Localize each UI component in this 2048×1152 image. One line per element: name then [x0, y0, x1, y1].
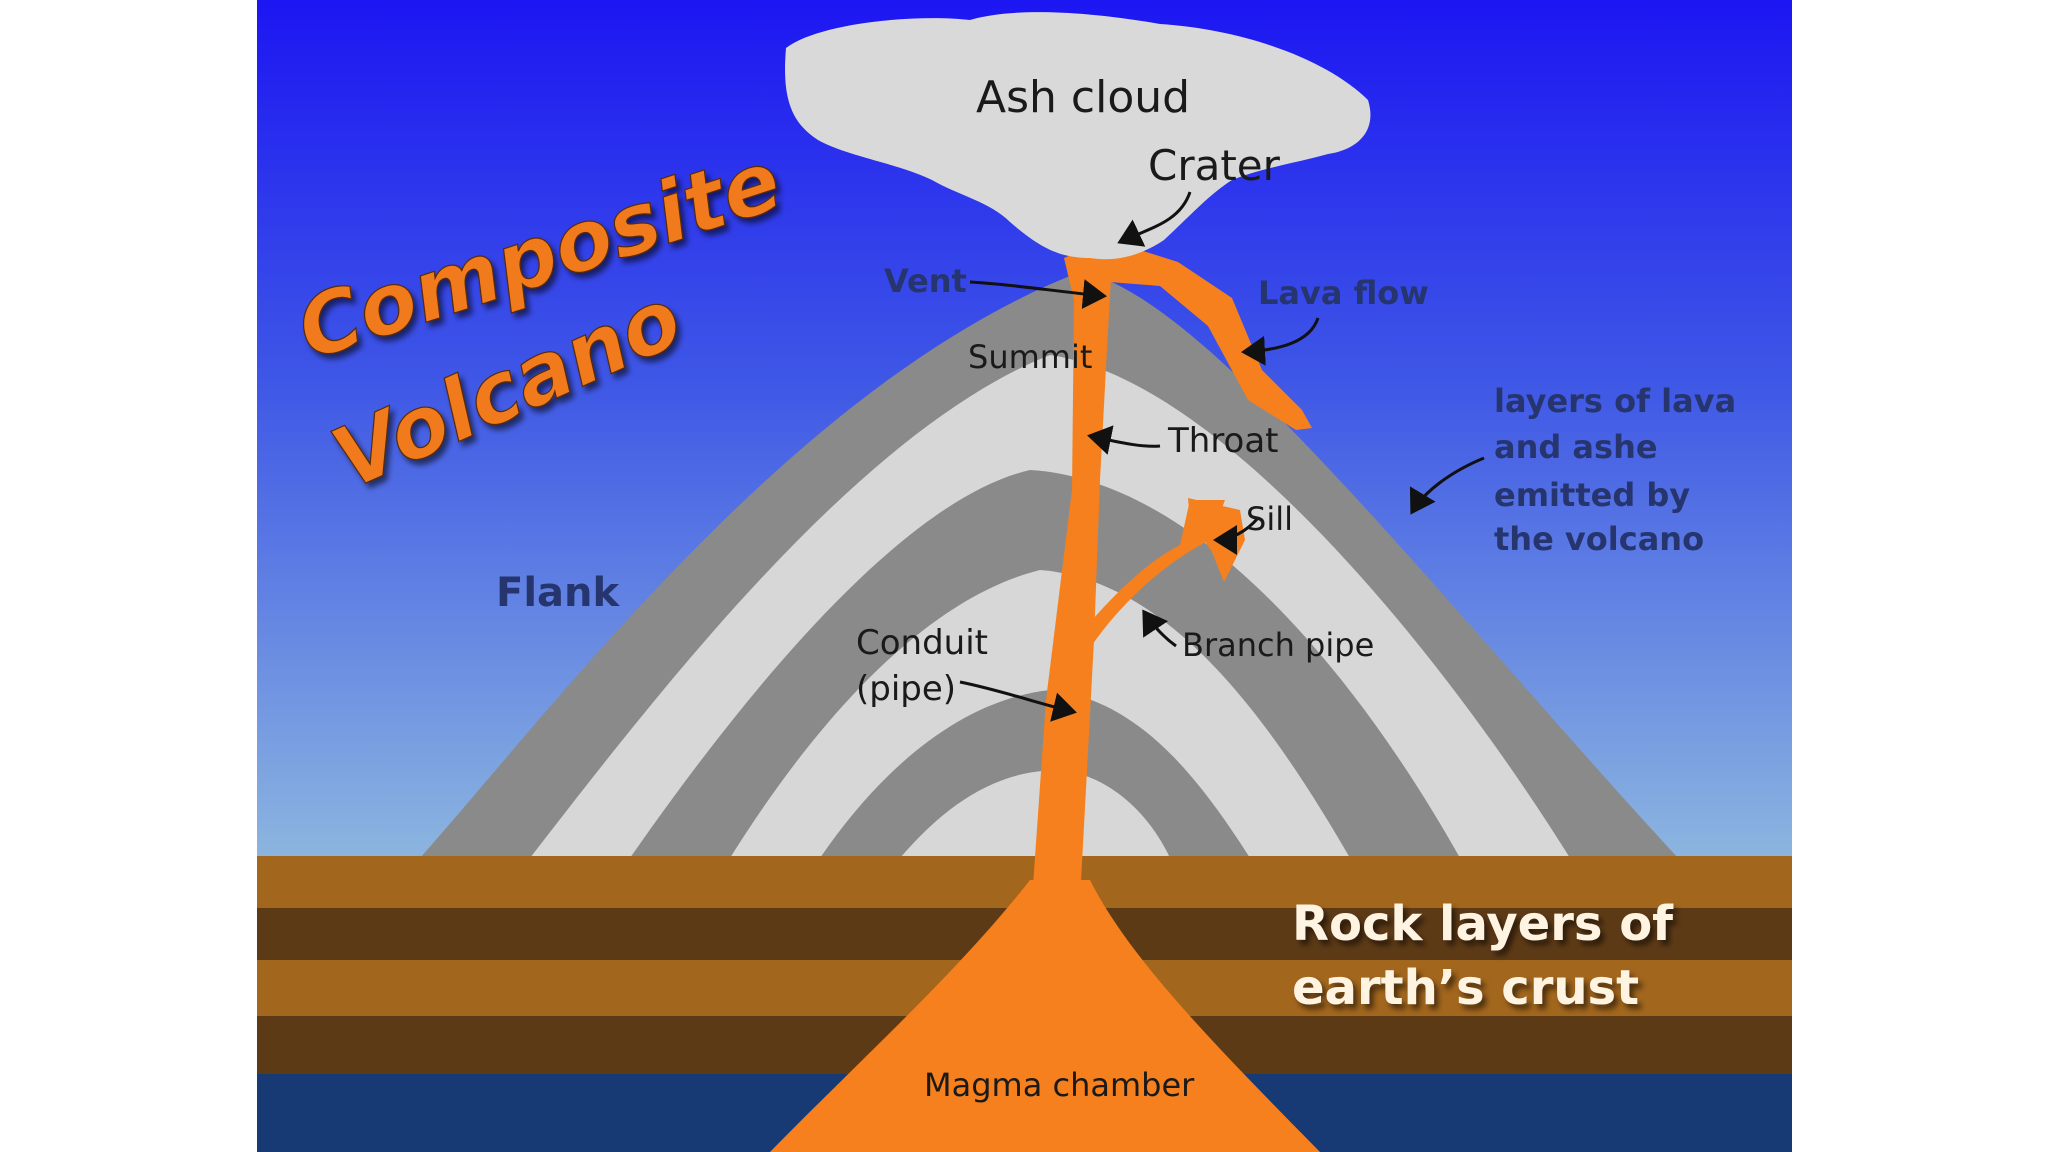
- sill-arrow: [1213, 517, 1260, 555]
- label-ash-cloud: Ash cloud: [976, 72, 1190, 123]
- label-conduit-pipe: (pipe): [856, 669, 956, 709]
- label-sill: Sill: [1246, 500, 1293, 538]
- layers-arrow: [1409, 456, 1485, 515]
- label-crater: Crater: [1148, 141, 1281, 190]
- branch-pipe-arrow: [1142, 609, 1177, 648]
- label-throat: Throat: [1167, 421, 1279, 461]
- label-vent: Vent: [884, 262, 967, 300]
- conduit-arrow: [959, 680, 1077, 722]
- lava-flow: [1098, 250, 1312, 430]
- volcano-cone: [420, 272, 1678, 858]
- lava-flow-arrow: [1241, 317, 1320, 366]
- label-layers-3: emitted by: [1494, 476, 1690, 514]
- label-rock-layers-1: Rock layers of: [1292, 896, 1674, 952]
- cone-layer-6: [900, 770, 1170, 858]
- label-layers-4: the volcano: [1494, 520, 1704, 558]
- label-summit: Summit: [968, 338, 1092, 376]
- conduit-pipe: [1032, 250, 1112, 900]
- label-rock-layers-2: earth’s crust: [1292, 960, 1639, 1016]
- rock-layers-caption: Rock layers of earth’s crust: [1292, 896, 1674, 1016]
- vent-arrow: [969, 279, 1107, 310]
- magma-system: [770, 250, 1320, 1152]
- label-arrows: [959, 191, 1485, 722]
- label-conduit: Conduit: [856, 623, 988, 663]
- label-magma-chamber: Magma chamber: [924, 1066, 1195, 1104]
- magma-chamber: [770, 880, 1320, 1152]
- crater-arrow: [1117, 191, 1192, 247]
- label-branch-pipe: Branch pipe: [1182, 626, 1374, 664]
- label-layers-2: and ashe: [1494, 428, 1658, 466]
- throat-arrow: [1087, 425, 1161, 455]
- label-layers-1: layers of lava: [1494, 382, 1736, 420]
- label-flank: Flank: [496, 570, 621, 616]
- label-lava-flow: Lava flow: [1258, 274, 1429, 312]
- branch-pipe: [1075, 500, 1225, 660]
- ash-cloud: [785, 12, 1371, 260]
